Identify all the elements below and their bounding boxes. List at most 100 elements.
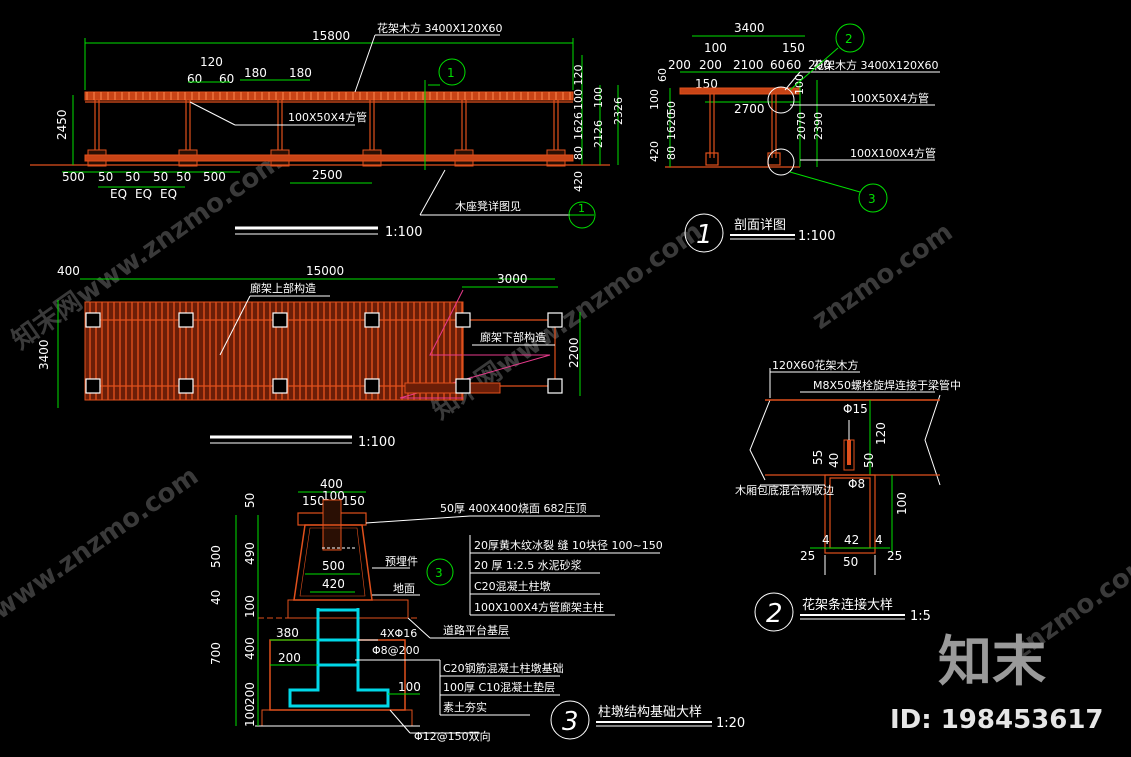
dim-100d: 100: [398, 680, 421, 694]
note-seat: 木座凳详图见: [455, 199, 521, 213]
dim-3400: 3400: [734, 21, 765, 35]
dim-r2070: 2070: [795, 112, 808, 140]
callout-number: 2: [845, 32, 853, 46]
dim-50b: 50: [843, 555, 858, 569]
title-circle: [754, 592, 794, 632]
plan-post: [178, 378, 194, 394]
title-circle: [684, 213, 724, 253]
dim-25a: 25: [800, 549, 815, 563]
dim-200b: 200: [278, 651, 301, 665]
detail-2-connection: 120X60花架木方 M8X50螺栓旋焊连接于梁管中 Φ15 120 55 40…: [735, 358, 961, 632]
note-platform: 道路平台基层: [443, 623, 509, 637]
note-tube: 100X50X4方管: [288, 110, 367, 124]
note-tube: 100X100X4方管廊架主柱: [474, 600, 604, 614]
rafter-ticks: [86, 92, 571, 100]
dim-40: 40: [827, 453, 841, 468]
dim-phi8: Φ8: [848, 477, 865, 491]
dim-150a: 150: [302, 494, 325, 508]
dim-420: 420: [572, 171, 585, 192]
note-tile: 20厚黄木纹冰裂 缝 10块径 100~150: [474, 538, 663, 552]
dim-l60: 60: [656, 68, 669, 82]
note-embed: 预埋件: [385, 555, 418, 568]
note-wood: 木厢包底混合物收边: [735, 483, 834, 497]
dim-100c: 100: [243, 704, 257, 727]
dim-100-120: 100 120: [572, 65, 585, 111]
callout-circle: [568, 201, 596, 229]
plan-post: [547, 312, 563, 328]
dim-2450: 2450: [55, 109, 69, 140]
dim-380: 380: [276, 626, 299, 640]
elevation-view: 15800 120 60 60 180 180 2450 500 50 50 5…: [30, 21, 625, 240]
section-top-beam: [679, 87, 801, 95]
plan-post: [455, 312, 471, 328]
note-tube1: 100X50X4方管: [850, 91, 929, 105]
section-title: 剖面详图: [734, 218, 786, 233]
dim-2100: 2100: [733, 58, 764, 72]
dim-200c: 200: [808, 58, 831, 72]
dim-eq2: EQ: [135, 187, 152, 201]
bench-seat: [84, 154, 574, 162]
detail3-title: 柱墩结构基础大样: [598, 705, 702, 720]
dim-2326: 2326: [612, 97, 625, 125]
dim-420: 420: [322, 577, 345, 591]
section-view: 3400 100 150 200 200 2100 60 60 200 150 …: [648, 21, 940, 253]
dim-80: 80: [572, 146, 585, 160]
dim-490: 490: [243, 542, 257, 565]
dim-l80: 80: [665, 146, 678, 160]
dim-100: 100: [895, 492, 909, 515]
dim-500c: 500: [322, 559, 345, 573]
note-stirrup: Φ8@200: [372, 644, 420, 657]
dim-60b: 60: [786, 58, 801, 72]
dim-l420: 420: [648, 141, 661, 162]
dim-200: 200: [243, 682, 257, 705]
dim-500b: 500: [203, 170, 226, 184]
callout-number: 1: [578, 202, 585, 215]
dim-total: 15800: [312, 29, 350, 43]
plan-post: [85, 378, 101, 394]
note-tube2: 100X100X4方管: [850, 146, 936, 160]
title-number: 1: [696, 220, 713, 250]
dim-4a: 4: [822, 533, 830, 547]
plan-post: [547, 378, 563, 394]
plan-posts: [85, 312, 563, 394]
detail-circle: [767, 86, 795, 114]
title-number: 2: [766, 599, 783, 629]
note-upper: 廊架上部构造: [250, 281, 316, 295]
watermark-layer: 知末网www.znzmo.com 知末网www.znzmo.com www.zn…: [0, 146, 1131, 665]
dim-25b: 25: [887, 549, 902, 563]
note-bolt: M8X50螺栓旋焊连接于梁管中: [813, 378, 961, 392]
dim-50b: 50: [125, 170, 140, 184]
dim-eq1: EQ: [110, 187, 127, 201]
plan-post: [272, 378, 288, 394]
dim-200a: 200: [668, 58, 691, 72]
note-beam: 花架木方 3400X120X60: [813, 58, 939, 72]
note-c20: C20混凝土柱墩: [474, 579, 551, 593]
dim-500: 500: [209, 545, 223, 568]
note-soil: 素土夯实: [443, 700, 487, 714]
note-ground: 地面: [393, 582, 415, 595]
title-circle: [550, 700, 590, 740]
plan-post: [272, 312, 288, 328]
dim-60a: 60: [770, 58, 785, 72]
dim-l50: 50: [665, 101, 678, 115]
dim-1626: 1626: [572, 112, 585, 140]
note-c20f: C20钢筋混凝土柱墩基础: [443, 661, 564, 675]
plan-post: [178, 312, 194, 328]
dim-3000: 3000: [497, 272, 528, 286]
dim-40: 40: [209, 590, 223, 605]
callout-number: 3: [435, 566, 443, 580]
dim-60a: 60: [187, 72, 202, 86]
dim-100: 100: [704, 41, 727, 55]
note-beam: 花架木方 3400X120X60: [377, 21, 503, 35]
dim-60b: 60: [219, 72, 234, 86]
brand-logo: 知末: [938, 630, 1046, 693]
plan-view: 400 15000 3000 3400 2200 廊架上部构造 廊架下部构造 1…: [37, 264, 581, 450]
dim-r2390: 2390: [812, 112, 825, 140]
scale-label: 1:100: [358, 435, 395, 450]
callout-number: 1: [447, 66, 455, 80]
callout-circle: [835, 23, 865, 53]
note-beam: 120X60花架木方: [772, 358, 859, 372]
plan-post: [455, 378, 471, 394]
dim-50a: 50: [98, 170, 113, 184]
